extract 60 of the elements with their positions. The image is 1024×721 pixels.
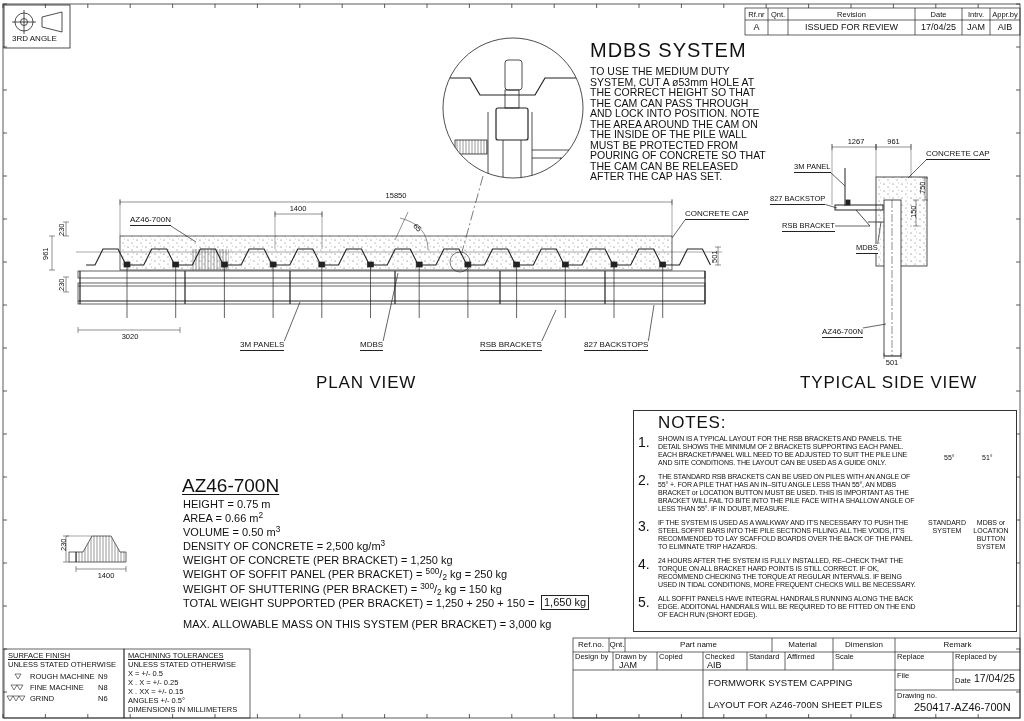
title-block-value: JAM: [619, 661, 637, 670]
calculation-line: VOLUME = 0.50 m$^{3}$: [183, 527, 281, 538]
calculation-line: WEIGHT OF SOFFIT PANEL (PER BRACKET) = $^{500}$/$_{2}$ kg = 250 kg: [183, 569, 508, 580]
leader-line: [541, 309, 557, 342]
leader-line: [877, 221, 882, 245]
calculation-line: TOTAL WEIGHT SUPPORTED (PER BRACKET) = 1,250 + 250 + 150 =: [183, 598, 535, 609]
section-heading: AZ46-700N: [182, 476, 280, 495]
notes-panel: [633, 410, 1017, 632]
title-block-value: AIB: [707, 661, 722, 670]
result-box: 1,650 kg: [541, 595, 590, 610]
leader-line: [170, 225, 197, 243]
callout-label: CONCRETE CAP: [685, 210, 749, 220]
calculation-line: MAX. ALLOWABLE MASS ON THIS SYSTEM (PER BRACKET) = 3,000 kg: [183, 619, 552, 630]
projection-label: 3RD ANGLE: [12, 35, 57, 43]
title-block-label: Material: [787, 641, 818, 649]
note-number: 1.: [638, 435, 651, 449]
revision-entry: JAM: [966, 23, 986, 32]
title-block-label: Dimension: [844, 641, 884, 649]
calculation-line: WEIGHT OF CONCRETE (PER BRACKET) = 1,250 kg: [183, 555, 453, 566]
revision-entry: 17/04/25: [919, 23, 957, 32]
note-number: 4.: [638, 557, 651, 571]
leader-line: [824, 204, 838, 209]
note-number: 2.: [638, 473, 651, 487]
section-heading: MDBS SYSTEM: [590, 40, 747, 60]
note-number: 3.: [638, 519, 651, 533]
leader-line: [283, 301, 301, 342]
calculation-line: AREA = 0.66 m$^{2}$: [183, 513, 264, 524]
leader-line: [671, 219, 686, 239]
calculation-line: WEIGHT OF SHUTTERING (PER BRACKET) = $^{300}$/$_{2}$ kg = 150 kg: [183, 584, 502, 595]
title-block-label: Ref.no.: [577, 641, 605, 649]
notes-heading: NOTES:: [658, 414, 727, 431]
callout-label: CONCRETE CAP: [926, 150, 990, 160]
calculation-line: HEIGHT = 0.75 m: [183, 499, 271, 510]
leader-line: [907, 159, 927, 179]
drawing-title: LAYOUT FOR AZ46-700N SHEET PILES: [708, 700, 883, 710]
callout-label: MDBS: [360, 341, 384, 351]
callout-label: AZ46-700N: [822, 328, 863, 338]
title-block-label: Remark: [942, 641, 973, 649]
title-block-value: 17/04/25: [974, 673, 1015, 684]
leader-line: [382, 272, 399, 342]
revision-entry: ISSUED FOR REVIEW: [804, 23, 899, 32]
callout-label: AZ46-700N: [130, 216, 171, 226]
view-title: PLAN VIEW: [316, 374, 417, 391]
drawing-title: FORMWORK SYSTEM CAPPING: [708, 678, 853, 688]
callout-label: 827 BACKSTOPS: [584, 341, 649, 351]
note-number: 5.: [638, 595, 651, 609]
leader-line: [648, 304, 655, 342]
title-block-label: Qnt.: [609, 641, 625, 649]
calculation-line: DENSITY OF CONCRETE = 2,500 kg/m$^{3}$: [183, 541, 386, 552]
leader-line: [830, 172, 846, 187]
title-block-value: 250417-AZ46-700N: [914, 702, 1011, 713]
leader-line: [834, 225, 871, 227]
revision-entry: A: [752, 23, 761, 32]
revision-entry: AIB: [996, 23, 1014, 32]
callout-label: 3M PANELS: [240, 341, 285, 351]
callout-label: RSB BRACKETS: [480, 341, 542, 351]
leader-line: [862, 323, 887, 329]
description-text: TO USE THE MEDIUM DUTY SYSTEM, CUT A ø53mm HOLE AT THE CORRECT HEIGHT SO THAT THE CAM CAN PASS THROUGH AND LOCK INTO POSITION. NOTE THE AREA AROUND THE CAM ON THE INSIDE OF THE PILE WALL MUST BE PROTECTED FROM POURING OF CONCRETE SO THAT THE CAM CAN BE RELEASED AFTER THE CAP HAS SET.: [590, 66, 767, 182]
title-block-label: Part name: [679, 641, 718, 649]
view-title: TYPICAL SIDE VIEW: [800, 374, 978, 391]
